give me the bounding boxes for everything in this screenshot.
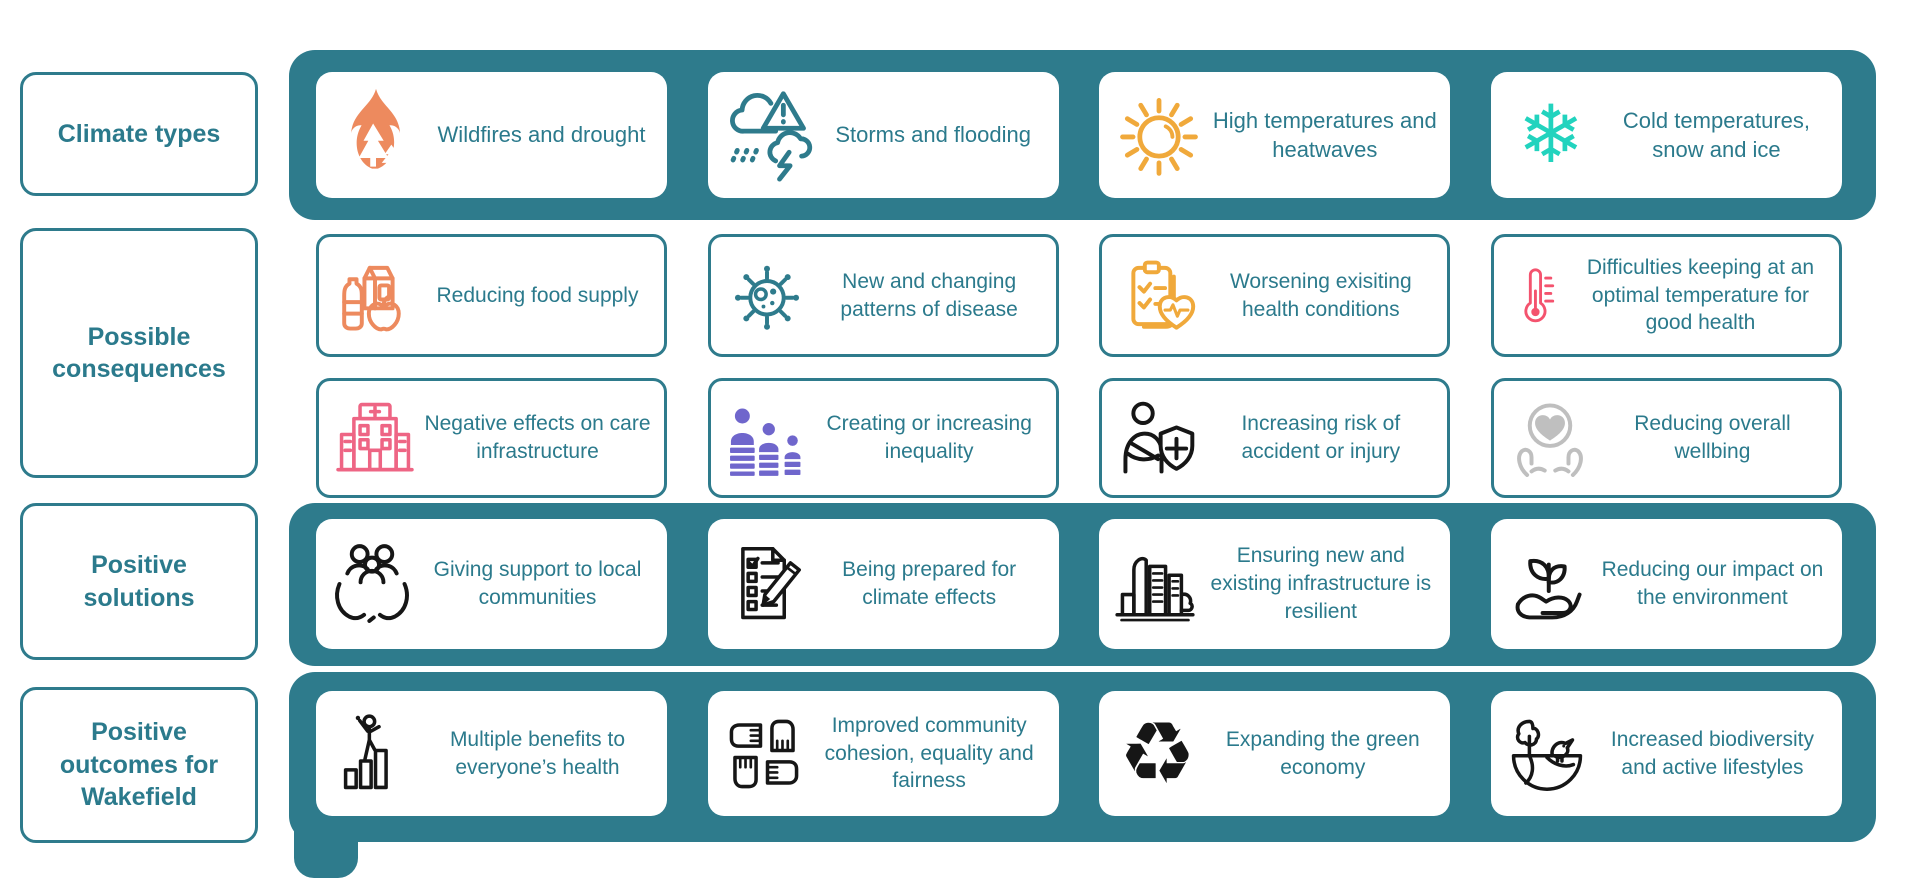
card-community-support: Giving support to local communities <box>316 519 667 649</box>
accident-injury-icon <box>1123 401 1195 474</box>
plant-in-hand-icon <box>1515 558 1582 620</box>
card-cold-snow-ice: ❄ Cold temperatures, snow and ice <box>1490 72 1842 198</box>
row-label-positive-solutions: Positive solutions <box>20 503 258 660</box>
outcomes-cards: Multiple benefits to everyone’s health I… <box>316 691 1842 816</box>
row-label-text: Positive outcomes for Wakefield <box>59 718 219 812</box>
card-label: High temperatures and heatwaves <box>1212 107 1437 162</box>
card-heatwaves: High temperatures and heatwaves <box>1099 72 1451 198</box>
card-food-supply: Reducing food supply <box>316 234 667 357</box>
community-cohesion-icon <box>729 719 798 788</box>
health-checklist-icon <box>1131 260 1196 330</box>
card-label: New and changing patterns of disease <box>840 269 1018 321</box>
card-label: Reducing food supply <box>436 283 639 307</box>
card-label: Worsening exisiting health conditions <box>1229 269 1412 321</box>
recycle-icon: ♻ <box>1118 703 1196 804</box>
card-label: Being prepared for climate effects <box>842 558 1017 609</box>
card-label: Wildfires and drought <box>437 122 646 148</box>
care-infrastructure-icon <box>336 402 414 472</box>
card-resilient-infrastructure: Ensuring new and existing infrastructure… <box>1099 519 1451 649</box>
card-optimal-temperature: Difficulties keeping at an optimal tempe… <box>1490 234 1842 357</box>
card-wellbeing: Reducing overall wellbing <box>1490 378 1842 498</box>
card-label: Difficulties keeping at an optimal tempe… <box>1586 255 1815 335</box>
row-label-text: Possible consequences <box>52 322 226 384</box>
card-label: Increasing risk of accident or injury <box>1241 412 1401 463</box>
solutions-cards: Giving support to local communities Bein… <box>316 519 1842 649</box>
inequality-icon <box>729 408 801 476</box>
card-label: Improved community cohesion, equality an… <box>824 713 1034 793</box>
row-label-text: Positive solutions <box>83 551 195 612</box>
card-care-infrastructure: Negative effects on care infrastructure <box>316 378 667 498</box>
wildfire-icon <box>351 88 400 169</box>
card-label: Creating or increasing inequality <box>826 412 1032 463</box>
card-label: Giving support to local communities <box>433 558 642 609</box>
card-health-conditions: Worsening exisiting health conditions <box>1099 234 1451 357</box>
wellbeing-icon <box>1517 403 1583 477</box>
row-label-climate-types: Climate types <box>20 72 258 196</box>
sun-icon <box>1120 98 1199 176</box>
row-label-possible-consequences: Possible consequences <box>20 228 258 478</box>
snowflake-icon: ❄ <box>1517 88 1585 181</box>
card-label: Negative effects on care infrastructure <box>424 412 651 463</box>
consequences-cards-bottom: Negative effects on care infrastructure … <box>316 378 1842 498</box>
biodiversity-icon <box>1511 719 1583 791</box>
consequences-cards-top: Reducing food supply New and changing pa… <box>316 234 1842 357</box>
card-disease-patterns: New and changing patterns of disease <box>707 234 1059 357</box>
thermometer-icon <box>1524 267 1555 322</box>
preparedness-checklist-icon <box>740 547 801 620</box>
virus-icon <box>734 265 799 330</box>
storm-flood-icon <box>727 91 812 182</box>
card-wildfires-drought: Wildfires and drought <box>316 72 667 198</box>
card-climate-preparedness: Being prepared for climate effects <box>707 519 1059 649</box>
card-label: Ensuring new and existing infrastructure… <box>1210 544 1432 623</box>
card-storms-flooding: Storms and flooding <box>707 72 1059 198</box>
resilient-infrastructure-icon <box>1115 556 1195 622</box>
band-tail <box>294 826 358 878</box>
card-label: Cold temperatures, snow and ice <box>1622 107 1811 162</box>
card-health-benefits: Multiple benefits to everyone’s health <box>316 691 667 816</box>
row-label-text: Climate types <box>57 119 221 148</box>
card-accident-injury: Increasing risk of accident or injury <box>1099 378 1451 498</box>
card-label: Multiple benefits to everyone’s health <box>449 727 626 779</box>
card-environment-impact: Reducing our impact on the environment <box>1490 519 1842 649</box>
card-label: Reducing overall wellbing <box>1634 412 1791 463</box>
card-biodiversity: Increased biodiversity and active lifest… <box>1490 691 1842 816</box>
card-inequality: Creating or increasing inequality <box>707 378 1059 498</box>
community-support-icon <box>335 544 409 623</box>
food-supply-icon <box>342 265 401 331</box>
card-green-economy: ♻ Expanding the green economy <box>1099 691 1451 816</box>
card-label: Reducing our impact on the environment <box>1601 558 1824 609</box>
row-label-positive-outcomes: Positive outcomes for Wakefield <box>20 687 258 843</box>
card-label: Expanding the green economy <box>1225 727 1420 779</box>
health-benefits-icon <box>343 713 388 789</box>
climate-types-cards: Wildfires and drought Storms and floodin… <box>316 72 1842 198</box>
card-community-cohesion: Improved community cohesion, equality an… <box>707 691 1059 816</box>
card-label: Storms and flooding <box>835 122 1031 148</box>
card-label: Increased biodiversity and active lifest… <box>1610 727 1815 779</box>
